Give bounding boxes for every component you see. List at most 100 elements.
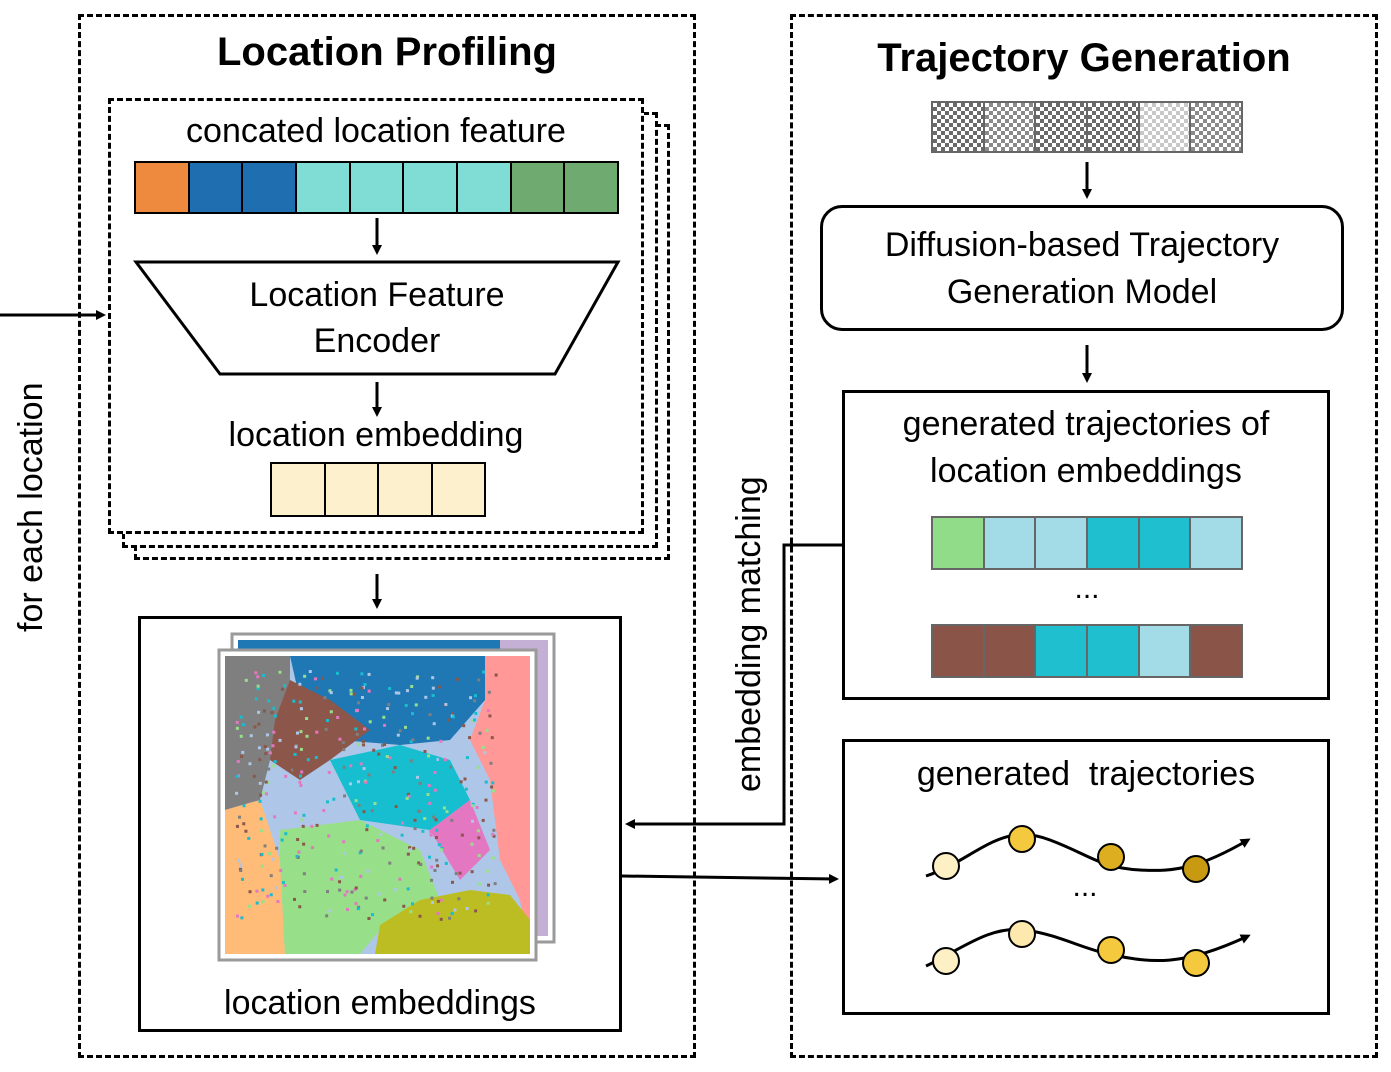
map-speckle <box>419 863 423 867</box>
map-speckle <box>409 740 413 744</box>
map-speckle <box>450 712 454 716</box>
map-speckle <box>415 676 419 680</box>
map-speckle <box>426 736 430 740</box>
map-speckle <box>283 684 287 688</box>
map-speckle <box>237 859 241 863</box>
map-speckle <box>242 804 246 808</box>
map-speckle <box>263 745 267 749</box>
map-speckle <box>400 833 404 837</box>
map-speckle <box>437 685 441 689</box>
map-speckle <box>240 916 244 920</box>
map-region-4 <box>470 656 530 954</box>
map-speckle <box>451 715 455 719</box>
map-speckle <box>263 844 267 848</box>
map-speckle <box>432 815 436 819</box>
diffusion-model-box <box>820 205 1344 331</box>
map-speckle <box>353 888 357 892</box>
map-speckle <box>269 715 273 719</box>
map-speckle <box>242 822 246 826</box>
map-speckle <box>293 811 297 815</box>
map-speckle <box>307 903 311 907</box>
map-speckle <box>262 791 266 795</box>
map-speckle <box>302 813 306 817</box>
map-speckle <box>306 758 310 762</box>
map-speckle <box>428 855 432 859</box>
row1-cell-2 <box>982 518 1035 568</box>
map-speckle <box>444 861 448 865</box>
map-speckle <box>311 721 315 725</box>
map-speckle <box>382 715 386 719</box>
map-speckle <box>343 851 347 855</box>
map-speckle <box>241 750 245 754</box>
map-speckle <box>264 780 268 784</box>
map-speckle <box>410 684 414 688</box>
map-speckle <box>294 745 298 749</box>
map-speckle <box>269 874 273 878</box>
map-speckle <box>429 833 433 837</box>
map-speckle <box>248 762 252 766</box>
map-speckle <box>315 686 319 690</box>
map-speckle <box>249 734 253 738</box>
map-speckle <box>405 796 409 800</box>
map-speckle <box>442 806 446 810</box>
map-speckle <box>354 886 358 890</box>
map-speckle <box>327 834 331 838</box>
map-speckle <box>298 700 302 704</box>
map-speckle <box>269 673 273 677</box>
map-speckle <box>300 770 304 774</box>
map-speckle <box>299 730 303 734</box>
map-speckle <box>480 870 484 874</box>
map-speckle <box>402 904 406 908</box>
map-speckle <box>296 837 300 841</box>
map-speckle <box>376 839 380 843</box>
map-speckle <box>280 838 284 842</box>
map-speckle <box>235 774 239 778</box>
map-speckle <box>314 677 318 681</box>
map-speckle <box>328 909 332 913</box>
map-speckle <box>270 711 274 715</box>
map-speckle <box>460 833 464 837</box>
map-speckle <box>473 699 477 703</box>
map-speckle <box>290 768 294 772</box>
map-speckle <box>486 709 490 713</box>
map-speckle <box>276 900 280 904</box>
map-speckle <box>303 890 307 894</box>
map-speckle <box>273 714 277 718</box>
map-speckle <box>359 762 363 766</box>
map-speckle <box>435 858 439 862</box>
map-speckle <box>484 780 488 784</box>
map-speckle <box>367 689 371 693</box>
map-speckle <box>259 817 263 821</box>
map-speckle <box>239 863 243 867</box>
map-speckle <box>253 725 257 729</box>
location-embeddings-label: location embeddings <box>224 984 536 1022</box>
map-speckle <box>457 897 461 901</box>
map-speckle <box>298 905 302 909</box>
map-speckle <box>454 872 458 876</box>
map-speckle <box>272 706 276 710</box>
embedding-rows-ellipsis: ... <box>1074 572 1100 605</box>
map-speckle <box>257 722 261 726</box>
map-speckle <box>240 754 244 758</box>
map-speckle <box>492 834 496 838</box>
map-speckle <box>260 852 264 856</box>
map-speckle <box>260 864 264 868</box>
map-speckle <box>491 832 495 836</box>
map-speckle <box>468 736 472 740</box>
map-speckle <box>252 774 256 778</box>
map-speckle <box>354 902 358 906</box>
map-speckle <box>431 676 435 680</box>
map-speckle <box>380 743 384 747</box>
map-speckle <box>284 847 288 851</box>
row2-cell-6 <box>1189 626 1242 676</box>
map-speckle <box>356 701 360 705</box>
map-speckle <box>471 719 475 723</box>
map-speckle <box>310 824 314 828</box>
location-embedding-vector <box>270 462 486 517</box>
arrow-to-generated-trajectories <box>621 873 839 884</box>
map-speckle <box>241 723 245 727</box>
map-speckle <box>471 804 475 808</box>
map-speckle <box>364 774 368 778</box>
diffusion-model-label-line1: Diffusion-based Trajectory <box>884 226 1280 264</box>
map-speckle <box>492 828 496 832</box>
